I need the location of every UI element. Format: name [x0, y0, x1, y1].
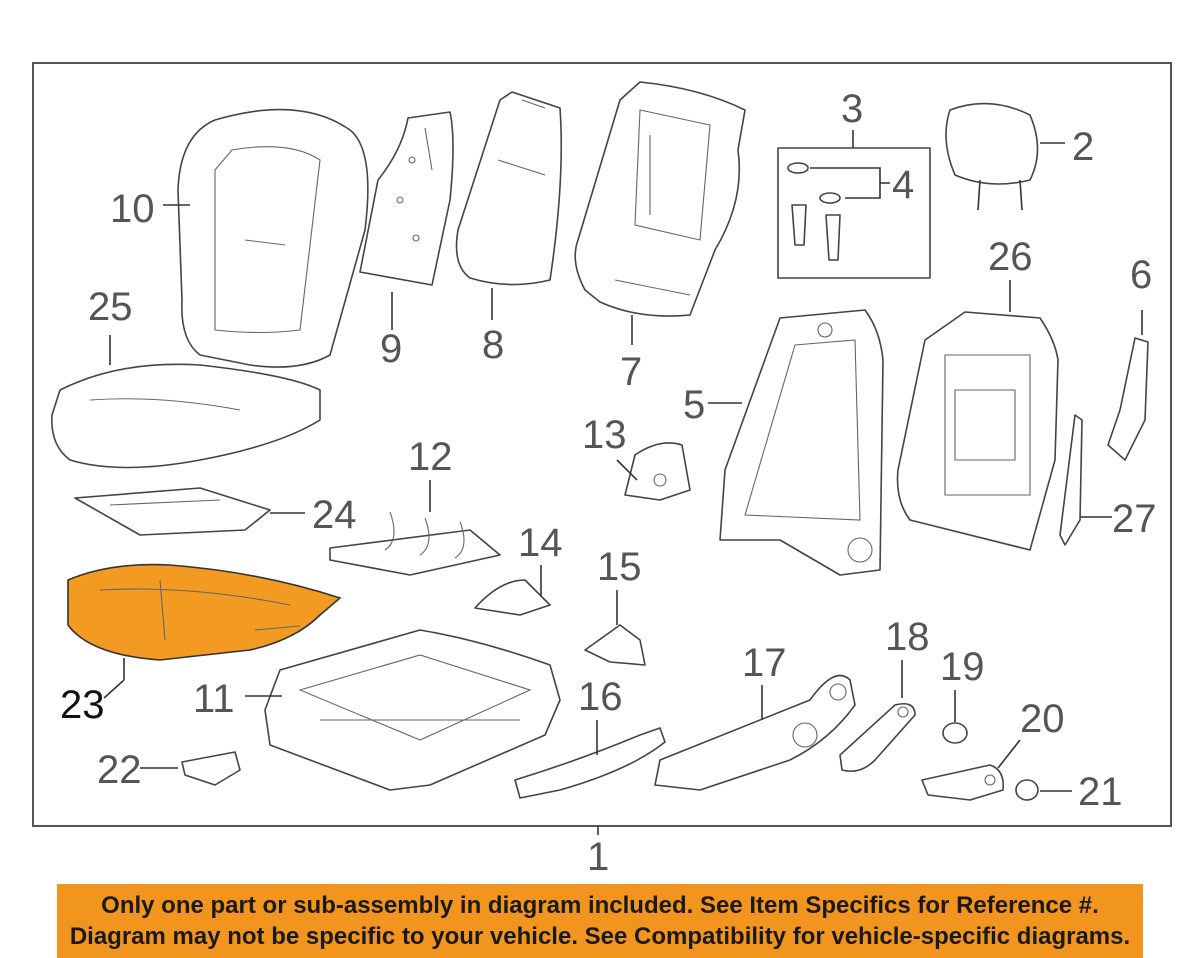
part-17-side-shield[interactable]: [654, 674, 856, 791]
callout-10: 10: [110, 187, 155, 231]
part-12-cushion-spring[interactable]: [329, 511, 501, 576]
part-8-back-board[interactable]: [455, 91, 563, 286]
part-16-shield[interactable]: [514, 727, 666, 799]
part-9-back-panel[interactable]: [359, 111, 454, 286]
callout-12: 12: [408, 435, 453, 479]
callout-22: 22: [97, 748, 142, 792]
callout-18: 18: [885, 615, 930, 659]
part-20-knob[interactable]: [921, 764, 1005, 801]
part-10-seatback-cover[interactable]: [177, 108, 369, 368]
callout-25: 25: [88, 285, 133, 329]
callout-21: 21: [1078, 770, 1123, 814]
part-24-cushion-pad-insert[interactable]: [74, 487, 271, 536]
part-6-trim-panel[interactable]: [1107, 337, 1149, 461]
callout-2: 2: [1072, 125, 1094, 169]
part-11-seat-frame[interactable]: [264, 629, 561, 791]
callout-27: 27: [1112, 497, 1157, 541]
diagram-frame: [32, 62, 1172, 827]
callout-6: 6: [1130, 253, 1152, 297]
callout-19: 19: [940, 645, 985, 689]
part-13-bracket[interactable]: [624, 442, 691, 501]
callout-23: 23: [60, 683, 105, 727]
part-27-trim-strip[interactable]: [1059, 414, 1083, 546]
part-7-back-shell[interactable]: [574, 81, 746, 317]
callout-4: 4: [892, 163, 914, 207]
callout-9: 9: [380, 327, 402, 371]
callout-26: 26: [988, 235, 1033, 279]
callout-20: 20: [1020, 697, 1065, 741]
notice-line-2: Diagram may not be specific to your vehi…: [69, 923, 1131, 950]
notice-banner: Only one part or sub-assembly in diagram…: [57, 884, 1143, 958]
notice-line-1: Only one part or sub-assembly in diagram…: [101, 892, 1099, 919]
callout-7: 7: [620, 350, 642, 394]
part-18-handle[interactable]: [839, 702, 916, 773]
part-22-clip[interactable]: [181, 751, 241, 786]
part-2-headrest[interactable]: [945, 102, 1039, 211]
part-14-bracket[interactable]: [474, 579, 551, 616]
callout-24: 24: [312, 493, 357, 537]
part-5-back-frame[interactable]: [719, 309, 884, 576]
callout-11: 11: [193, 677, 235, 721]
part-25-cushion-cover[interactable]: [51, 363, 321, 469]
callout-16: 16: [578, 675, 623, 719]
seat-parts-diagram: 1 2 3 4 5 6 7 8 9 10 11 12 13 14 15 16 1…: [32, 62, 1172, 879]
callout-14: 14: [518, 521, 563, 565]
part-15-bracket[interactable]: [584, 624, 646, 666]
part-19-cap[interactable]: [942, 722, 968, 744]
callout-5: 5: [683, 383, 705, 427]
part-23-seat-cushion-pad[interactable]: [67, 563, 342, 661]
leader-lines: [103, 130, 1143, 835]
callout-1: 1: [587, 835, 609, 879]
callout-3: 3: [841, 87, 863, 131]
callout-13: 13: [582, 413, 627, 457]
part-26-back-panel[interactable]: [896, 311, 1059, 551]
part-3-guide-kit[interactable]: [777, 147, 931, 279]
callout-15: 15: [597, 545, 642, 589]
part-21-cap[interactable]: [1015, 779, 1039, 801]
callout-8: 8: [482, 323, 504, 367]
callout-17: 17: [742, 641, 787, 685]
